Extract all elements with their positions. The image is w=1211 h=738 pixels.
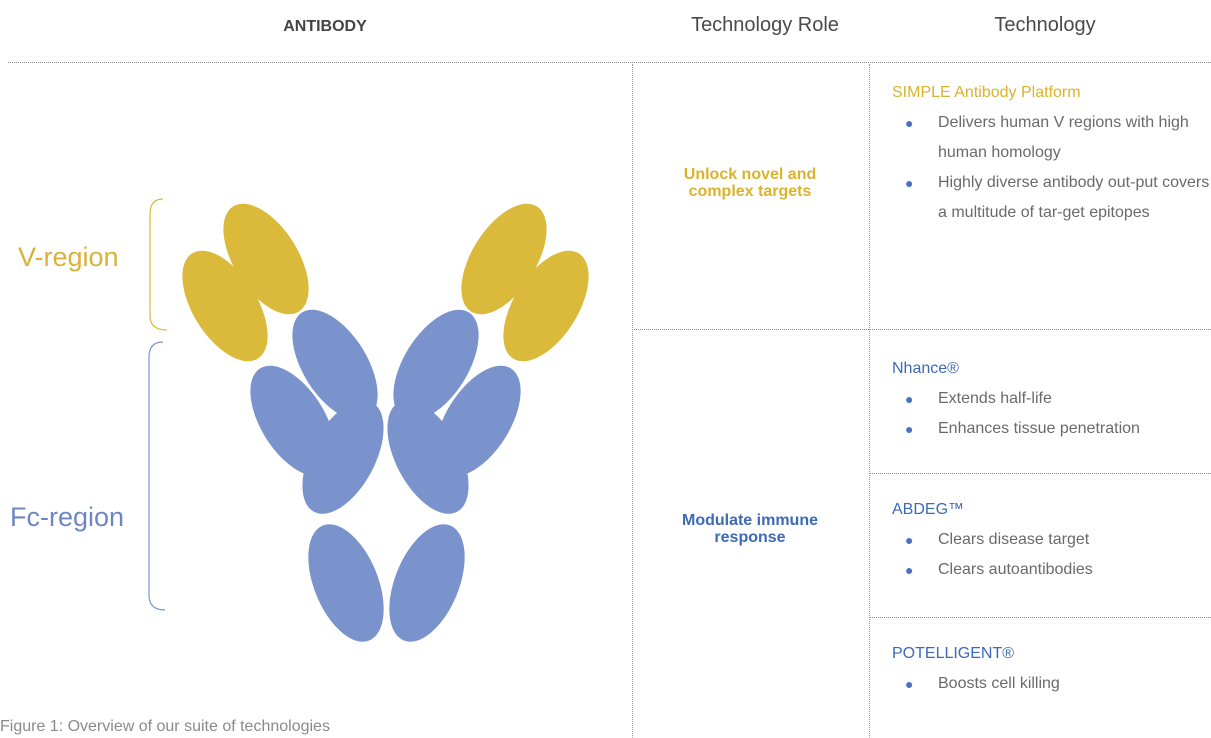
bullet-icon: ● [905,676,914,692]
left-arm-inner-variable-domain [223,203,309,315]
technology-bullet: ●Boosts cell killing [892,669,1211,699]
role-unlock-targets-line-1: Unlock novel and [683,166,817,183]
left-arm-outer-variable-domain [182,250,268,362]
role-row-divider [632,329,1211,330]
technology-bullet-list: ●Boosts cell killing [892,669,1211,699]
left-arm-inner-constant-domain [292,309,378,421]
bullet-icon: ● [905,532,914,548]
v-region-label: V-region [18,242,119,272]
technology-bullet-list: ●Extends half-life ●Enhances tissue pene… [892,384,1211,444]
technology-bullet-list: ●Clears disease target ●Clears autoantib… [892,525,1211,585]
technology-title: POTELLIGENT® [892,645,1015,662]
antibody-diagram [148,198,589,642]
v-region-bracket [149,198,168,331]
fc-region-label: Fc-region [10,502,125,532]
fc-lower-left-domain [308,524,384,642]
technology-title: ABDEG™ [892,501,965,518]
technology-title: SIMPLE Antibody Platform [892,84,1081,101]
technology-row-divider-2 [870,617,1211,618]
antibody-column-header: ANTIBODY [283,18,367,35]
technology-bullet: ●Clears disease target [892,525,1211,555]
technology-simple-antibody-platform: SIMPLE Antibody Platform ●Delivers human… [892,84,1211,228]
role-modulate-line-1: Modulate immune [681,512,818,529]
left-arm-outer-constant-domain [250,365,336,477]
right-arm-inner-variable-domain [461,203,547,315]
right-arm-inner-constant-domain [393,309,479,421]
technology-bullet: ●Enhances tissue penetration [892,414,1211,444]
role-unlock-targets: Unlock novel and complex targets [650,166,850,200]
technology-column-header: Technology [994,14,1096,36]
right-arm-outer-constant-domain [435,365,521,477]
right-arm-outer-variable-domain [503,250,589,362]
bullet-icon: ● [905,115,914,131]
technology-bullet: ●Extends half-life [892,384,1211,414]
role-unlock-targets-line-2: complex targets [688,183,812,200]
technology-bullet: ●Highly diverse antibody out-put covers … [892,168,1211,228]
bullet-icon: ● [905,391,914,407]
technology-abdeg: ABDEG™ ●Clears disease target ●Clears au… [892,501,1211,585]
bullet-icon: ● [905,421,914,437]
technology-bullet-list: ●Delivers human V regions with high huma… [892,108,1211,228]
bullet-icon: ● [905,175,914,191]
role-modulate-line-2: response [714,529,786,546]
technology-bullet: ●Delivers human V regions with high huma… [892,108,1211,168]
technology-role-column-header: Technology Role [691,14,839,36]
technology-nhance: Nhance® ●Extends half-life ●Enhances tis… [892,360,1211,444]
fc-region-bracket [148,341,166,611]
fc-upper-left-domain [302,400,384,514]
technology-column-divider [869,64,870,738]
technology-potelligent: POTELLIGENT® ●Boosts cell killing [892,645,1211,699]
header-divider [8,62,1211,63]
bullet-icon: ● [905,562,914,578]
figure-caption: Figure 1: Overview of our suite of techn… [0,718,330,735]
role-column-divider [632,64,633,738]
role-modulate-immune-response: Modulate immune response [650,512,850,546]
technology-row-divider-1 [870,473,1211,474]
fc-upper-right-domain [387,400,469,514]
technology-bullet: ●Clears autoantibodies [892,555,1211,585]
fc-lower-right-domain [389,524,465,642]
technology-title: Nhance® [892,360,959,377]
